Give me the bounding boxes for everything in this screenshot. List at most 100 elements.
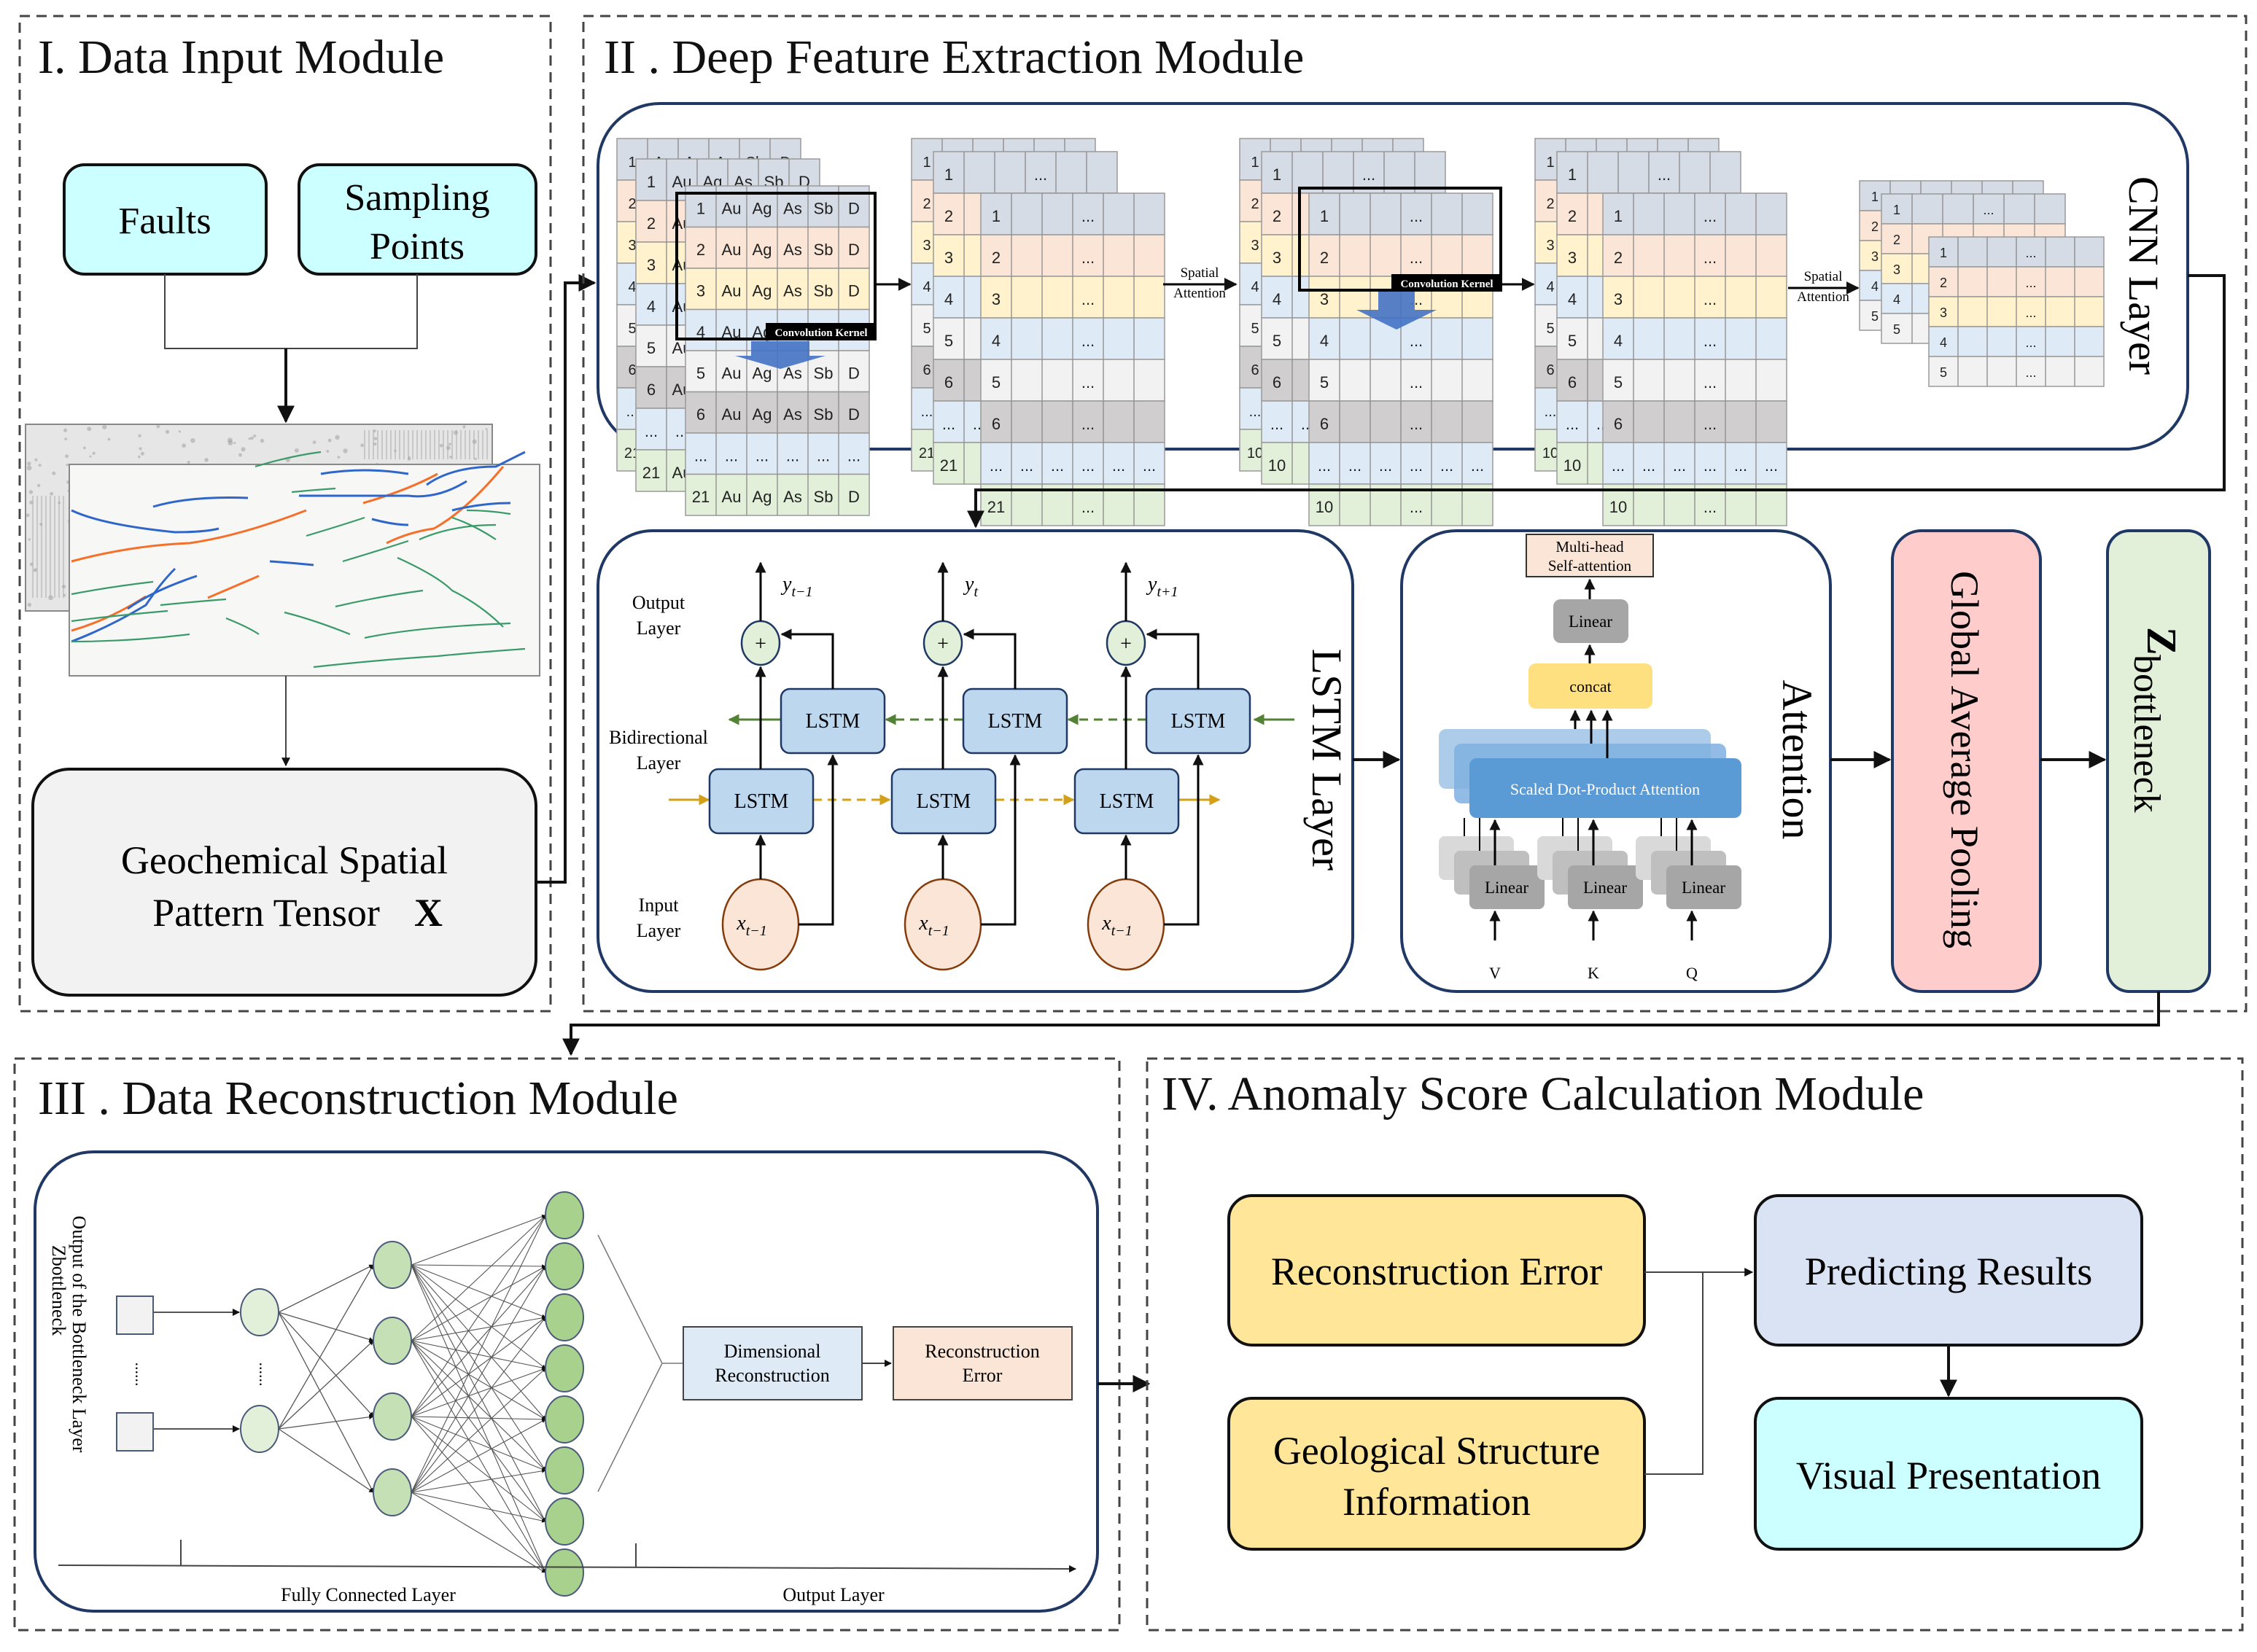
fault-line — [335, 589, 424, 608]
multihead-label-line1: Multi-head — [1555, 538, 1624, 556]
cell-text: 1 — [944, 165, 953, 184]
cell-text: 5 — [944, 332, 953, 350]
edge — [411, 1416, 546, 1422]
edge — [411, 1340, 546, 1522]
arrow — [780, 628, 834, 689]
cell-text: ... — [1658, 165, 1671, 184]
fault-line — [451, 516, 497, 540]
cell-text: 2 — [696, 241, 705, 259]
terrain-dot — [446, 445, 451, 451]
terrain-dot — [439, 443, 443, 448]
cell-text: ... — [1704, 456, 1717, 475]
cell-text: ... — [2025, 365, 2036, 380]
kernel-label: Convolution Kernel — [1400, 278, 1493, 290]
lstm-cell-label: LSTM — [917, 790, 971, 813]
terrain-dot — [248, 437, 252, 440]
terrain-dot — [238, 453, 242, 457]
terrain-dot — [138, 455, 141, 459]
terrain-dot — [448, 443, 451, 446]
cell-text: ... — [755, 446, 769, 464]
cell-text: Au — [722, 281, 742, 300]
error-line1: Reconstruction — [925, 1341, 1039, 1362]
terrain-dot — [190, 438, 195, 443]
cell-text: 5 — [1871, 309, 1879, 324]
edge — [278, 1312, 374, 1342]
cell-text: 1 — [1320, 207, 1329, 225]
tensor-symbol: X — [414, 891, 443, 935]
kernel-label-bg — [766, 323, 877, 340]
faults-label: Faults — [118, 200, 211, 242]
linear-box — [1568, 865, 1643, 909]
terrain-dot — [66, 463, 69, 467]
cell-text: 6 — [1568, 373, 1577, 391]
terrain-dot — [343, 448, 348, 453]
terrain-dot — [233, 441, 236, 445]
attention-block: Multi-headSelf-attentionLinearconcatScal… — [1439, 534, 1741, 982]
edge — [411, 1266, 546, 1341]
terrain-dot — [92, 451, 96, 455]
lstm-side-label: Layer — [637, 920, 681, 941]
cell-text: ... — [1440, 456, 1453, 475]
cell-text: ... — [942, 415, 955, 433]
cell-text: 4 — [922, 279, 931, 295]
visual-presentation-box: Visual Presentation — [1754, 1397, 2143, 1551]
linear-top-box — [1553, 599, 1628, 643]
terrain-dot — [182, 443, 187, 448]
z-bottleneck-box: Z bottleneck — [2106, 529, 2211, 993]
input-dots: ...... — [132, 1363, 150, 1387]
edge — [411, 1215, 546, 1493]
cell-text: 5 — [1893, 322, 1900, 337]
cell-text: ... — [1642, 456, 1655, 475]
terrain-dot — [48, 595, 53, 601]
output-node — [545, 1293, 584, 1341]
module-title: I. Data Input Module — [38, 31, 444, 84]
concat-label: concat — [1569, 677, 1611, 696]
cell-text: D — [848, 281, 860, 300]
fault-line — [364, 622, 511, 639]
edge — [411, 1492, 546, 1573]
hidden-dots: ...... — [256, 1363, 274, 1387]
gap-label: Global Average Pooling — [1943, 571, 1986, 948]
cell-text: Ag — [753, 405, 772, 424]
cell-text: ... — [1704, 498, 1717, 516]
lstm-side-label: Output — [632, 592, 685, 613]
cell-text: Au — [722, 364, 742, 382]
cell-text: 1 — [647, 173, 656, 191]
cell-text: ... — [1410, 207, 1423, 225]
merge-connector — [164, 274, 418, 349]
cell-text: 3 — [1546, 238, 1554, 254]
cell-text: 3 — [1320, 290, 1329, 308]
terrain-dot — [178, 430, 181, 433]
module-anomaly-score: IV. Anomaly Score Calculation Module Rec… — [1146, 1057, 2244, 1632]
cell-text: ... — [1081, 415, 1095, 433]
terrain-dot — [449, 456, 452, 459]
cell-text: ... — [1410, 456, 1423, 475]
cell-text: 10 — [1316, 498, 1333, 516]
terrain-dot — [28, 538, 31, 541]
cell-text: 3 — [628, 238, 636, 254]
cell-text: 3 — [944, 249, 953, 267]
attention-input-label: V — [1489, 964, 1501, 982]
fault-line — [127, 574, 198, 610]
cell-text: ... — [1112, 456, 1125, 475]
edge — [411, 1368, 546, 1493]
cell-text: 5 — [992, 373, 1001, 391]
cell-text: ... — [1704, 373, 1717, 391]
cell-text: 4 — [628, 279, 636, 295]
edge — [278, 1264, 374, 1430]
terrain-dot — [26, 465, 32, 471]
sum-symbol: + — [1120, 633, 1132, 655]
linear-label: Linear — [1682, 878, 1725, 897]
geo-label-line1: Geological Structure — [1273, 1429, 1600, 1473]
terrain-dot — [260, 438, 265, 443]
edge — [411, 1316, 546, 1341]
fault-lines — [71, 451, 526, 669]
cell-text: ... — [2025, 276, 2036, 290]
cell-text: ... — [1318, 456, 1331, 475]
output-node — [545, 1395, 584, 1443]
arrow-to-cnn — [536, 274, 597, 884]
cell-text: ... — [626, 404, 639, 420]
